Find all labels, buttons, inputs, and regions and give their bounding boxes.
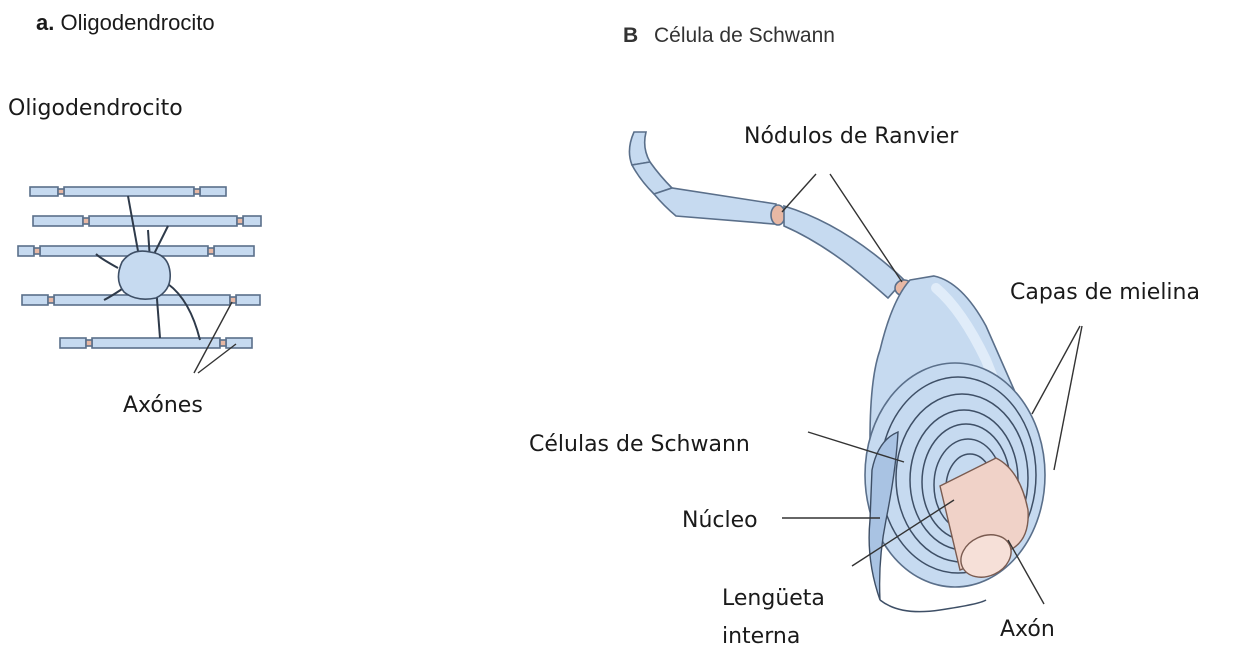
- oligodendrocyte-illustration: [18, 187, 261, 348]
- axon-row-5: [60, 338, 252, 348]
- nodes-of-ranvier-label: Nódulos de Ranvier: [744, 124, 958, 150]
- inner-tongue-label-line2: interna: [722, 624, 800, 650]
- nucleus-label: Núcleo: [682, 508, 758, 534]
- inner-tongue-label-line1: Lengüeta: [722, 586, 825, 612]
- myelin-layers-label: Capas de mielina: [1010, 280, 1200, 306]
- schwann-illustration: [629, 132, 1045, 612]
- myelin-segment-4: [784, 206, 904, 298]
- axon-row-2: [33, 216, 261, 226]
- myelin-segment-3: [654, 188, 776, 224]
- node-of-ranvier-1: [771, 205, 785, 225]
- axon-leader: [1008, 540, 1044, 604]
- oligodendrocyte-label: Oligodendrocito: [8, 96, 183, 122]
- axon-label: Axón: [1000, 617, 1055, 643]
- nodes-leader-1: [782, 174, 816, 212]
- oligodendrocyte-cell-body: [118, 251, 170, 299]
- myelin-segment-1: [629, 132, 650, 165]
- schwann-cells-label: Células de Schwann: [529, 432, 750, 458]
- axon-row-1: [30, 187, 226, 196]
- axons-label: Axónes: [123, 393, 203, 419]
